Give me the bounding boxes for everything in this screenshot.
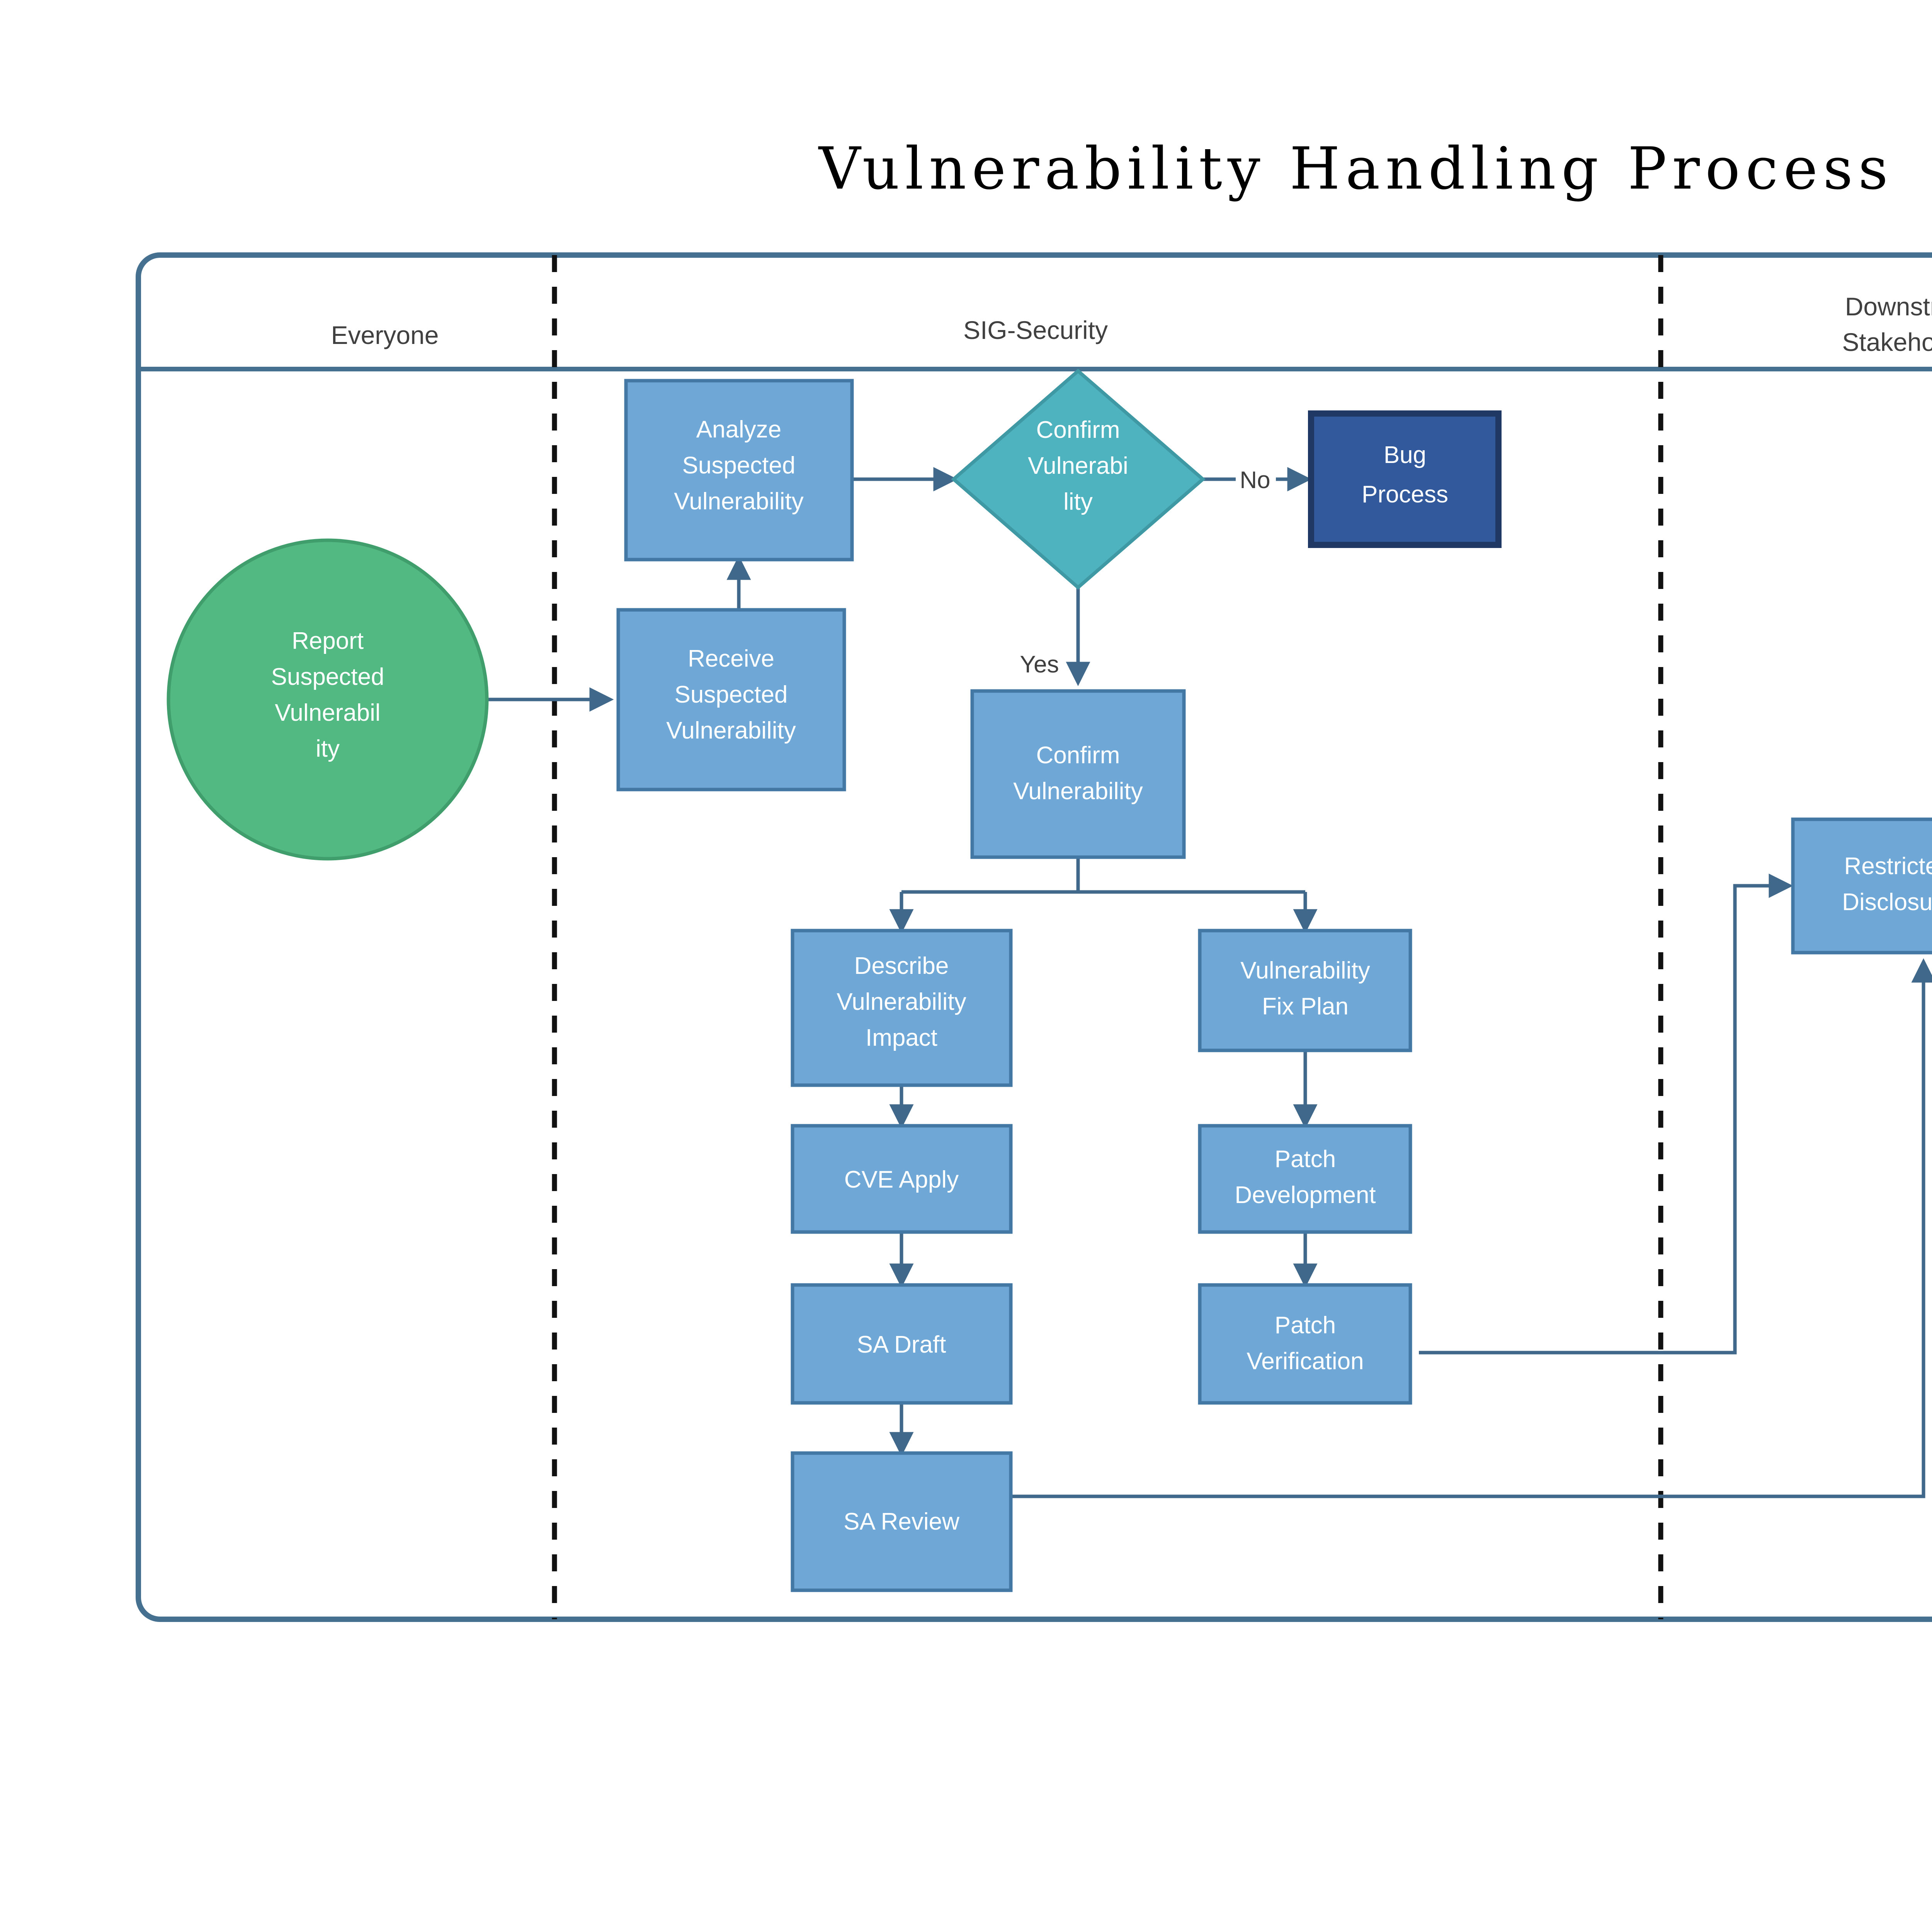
process-shape [1198, 1124, 1412, 1234]
node-line: SA Review [844, 1508, 959, 1535]
node-line: Impact [866, 1025, 937, 1051]
node-report-suspected-vulnerability[interactable]: Report Suspected Vulnerabil ity [167, 538, 489, 861]
lane-label-downstream-line1: Downstream [1845, 292, 1932, 321]
node-line: Receive [688, 645, 774, 672]
node-line: Vulnerability [837, 989, 966, 1015]
node-line: Fix Plan [1262, 993, 1349, 1020]
node-sa-draft[interactable]: SA Draft [791, 1283, 1013, 1405]
process-shape [1198, 1283, 1412, 1405]
node-line: Bug [1384, 442, 1426, 468]
node-line: lity [1063, 488, 1093, 515]
process-shape [791, 1283, 1013, 1405]
node-line: Disclosure [1842, 889, 1932, 916]
node-line: Suspected [271, 664, 384, 690]
node-line: Vulnerability [1013, 778, 1143, 805]
node-line: SA Draft [857, 1331, 946, 1358]
node-line: Restricted [1844, 853, 1932, 880]
node-line: Vulnerabil [275, 699, 380, 726]
edge-sa-review-to-restricted-disclosure [1009, 958, 1932, 1498]
node-line: Confirm [1036, 417, 1120, 443]
node-line: Report [292, 628, 364, 654]
node-cve-apply[interactable]: CVE Apply [791, 1124, 1013, 1234]
node-line: Confirm [1036, 742, 1120, 769]
node-analyze-suspected-vulnerability[interactable]: Analyze Suspected Vulnerability [624, 379, 854, 562]
node-line: Process [1362, 481, 1448, 508]
lane-label-sig-security: SIG-Security [963, 316, 1108, 344]
node-line: Analyze [696, 416, 782, 443]
edge-label-yes: Yes [1020, 651, 1059, 678]
lane-label-downstream-line2: Stakeholders [1842, 328, 1932, 356]
process-shape [970, 689, 1186, 859]
decision-shape [951, 369, 1206, 590]
node-line: Patch [1275, 1312, 1336, 1339]
process-shape [616, 608, 846, 791]
node-receive-suspected-vulnerability[interactable]: Receive Suspected Vulnerability [616, 608, 846, 791]
node-line: Suspected [675, 681, 788, 708]
node-line: Vulnerability [674, 488, 803, 515]
process-shape [791, 929, 1013, 1087]
process-shape [791, 1124, 1013, 1234]
node-describe-vulnerability-impact[interactable]: Describe Vulnerability Impact [791, 929, 1013, 1087]
node-confirm-vulnerability[interactable]: Confirm Vulnerability [970, 689, 1186, 859]
node-line: Describe [854, 953, 949, 979]
process-shape [624, 379, 854, 562]
node-bug-process[interactable]: Bug Process [1308, 410, 1502, 548]
process-shape [1198, 929, 1412, 1052]
node-line: Development [1235, 1182, 1376, 1208]
swimlane-frame [136, 252, 1932, 1622]
node-restricted-disclosure[interactable]: Restricted Disclosure [1791, 817, 1932, 955]
node-sa-review[interactable]: SA Review [791, 1451, 1013, 1592]
edge-patch-verification-to-restricted-disclosure [1419, 873, 1793, 1355]
edge-label-no: No [1240, 467, 1270, 494]
lane-label-everyone-left: Everyone [331, 321, 439, 349]
node-line: Vulnerability [1240, 957, 1370, 984]
process-shape [1791, 817, 1932, 955]
node-line: Vulnerabi [1028, 453, 1128, 479]
node-line: Suspected [682, 452, 796, 479]
external-process-shape [1308, 410, 1502, 548]
process-shape [791, 1451, 1013, 1592]
page-title: Vulnerability Handling Process [818, 135, 1894, 203]
node-line: Vulnerability [666, 717, 796, 744]
node-vulnerability-fix-plan[interactable]: Vulnerability Fix Plan [1198, 929, 1412, 1052]
terminator-shape [167, 538, 489, 861]
node-confirm-vulnerability-decision[interactable]: Confirm Vulnerabi lity [951, 369, 1206, 590]
node-line: CVE Apply [844, 1166, 959, 1193]
node-line: Patch [1275, 1146, 1336, 1173]
node-patch-development[interactable]: Patch Development [1198, 1124, 1412, 1234]
node-line: Verification [1247, 1348, 1364, 1375]
node-patch-verification[interactable]: Patch Verification [1198, 1283, 1412, 1405]
node-line: ity [316, 735, 340, 762]
